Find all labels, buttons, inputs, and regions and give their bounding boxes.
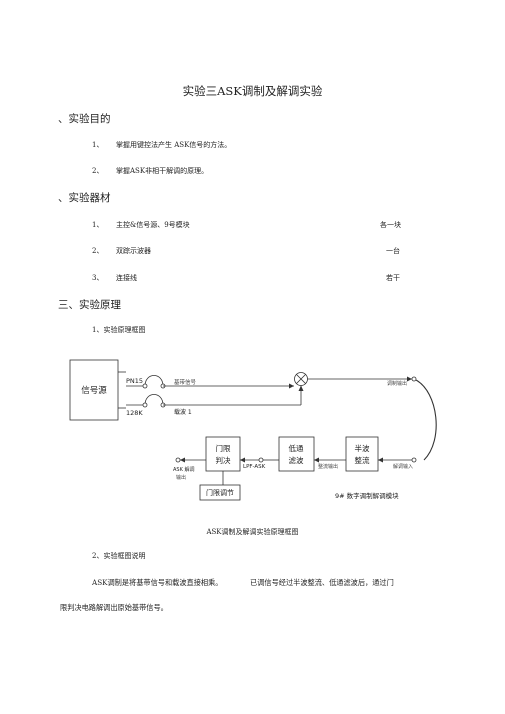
item-quantity: 一台 xyxy=(386,247,400,255)
section-heading-equipment: 、实验器材 xyxy=(58,192,111,204)
label-rectifier-line1: 半波 xyxy=(355,443,370,453)
label-pn15: PN15 xyxy=(126,377,143,385)
item-text: 双踪示波器 xyxy=(116,247,151,255)
item-number: 1、 xyxy=(92,141,104,149)
low-pass-filter-box xyxy=(278,436,315,472)
label-lpf-ask: LPF-ASK xyxy=(243,464,266,470)
label-signal-source: 信号源 xyxy=(81,385,107,396)
item-number: 2、 xyxy=(92,247,104,255)
jumper-carrier xyxy=(144,394,164,406)
diagram-caption: ASK调制及解调实验原理框图 xyxy=(206,528,299,536)
subsection-heading: 1、实验原理框图 xyxy=(92,326,146,334)
threshold-adjust-box xyxy=(199,484,241,501)
page-title: 实验三ASK调制及解调实验 xyxy=(182,84,323,98)
label-carrier: 载波 1 xyxy=(174,408,192,416)
half-wave-rectifier-box xyxy=(345,436,379,472)
jumper-pn15 xyxy=(144,375,164,387)
item-number: 3、 xyxy=(92,274,104,282)
label-128k: 128K xyxy=(126,409,143,417)
item-number: 2、 xyxy=(92,167,104,175)
item-text: 主控&信号源、9号模块 xyxy=(116,221,190,229)
section-heading-objectives: 、实验目的 xyxy=(58,113,111,125)
item-quantity: 各一块 xyxy=(380,221,401,229)
paragraph-line1b: 已调信号经过半波整流、低通滤波后，通过门 xyxy=(250,578,394,587)
label-threshold-adjust: 门限调节 xyxy=(206,488,234,497)
label-module: 9# 数字调制解调模块 xyxy=(335,491,399,500)
item-quantity: 若干 xyxy=(386,274,400,282)
label-rectifier-output: 整流输出 xyxy=(318,463,338,470)
label-decision-line1: 门限 xyxy=(216,444,231,453)
label-lpf-line2: 滤波 xyxy=(289,455,304,465)
threshold-decision-box xyxy=(205,436,241,472)
label-base-signal: 基带信号 xyxy=(174,378,197,386)
label-ask-output-line1: ASK 解调 xyxy=(173,466,194,473)
label-demod-input: 解调输入 xyxy=(393,463,413,470)
paragraph-line2: 限判决电路解调出原始基带信号。 xyxy=(60,603,168,612)
label-ask-output-line2: 输出 xyxy=(176,474,186,481)
paragraph-line1a: ASK调制是将基带信号和载波直接相乘。 xyxy=(92,578,223,587)
item-number: 1、 xyxy=(92,221,104,229)
label-mod-output: 调制输出 xyxy=(387,380,407,387)
subsection-heading: 2、实验框图说明 xyxy=(92,552,146,560)
signal-source-box xyxy=(69,359,119,421)
item-text: 掌握用键控法产生 ASK信号的方法。 xyxy=(116,141,232,149)
label-decision-line2: 判决 xyxy=(216,455,231,465)
label-lpf-line1: 低通 xyxy=(289,443,304,453)
section-heading-principle: 三、实验原理 xyxy=(58,299,121,311)
loop-connection xyxy=(415,379,437,461)
item-text: 连接线 xyxy=(116,274,137,282)
label-rectifier-line2: 整流 xyxy=(355,455,370,465)
item-text: 掌握ASK非相干解调的原理。 xyxy=(116,167,209,175)
